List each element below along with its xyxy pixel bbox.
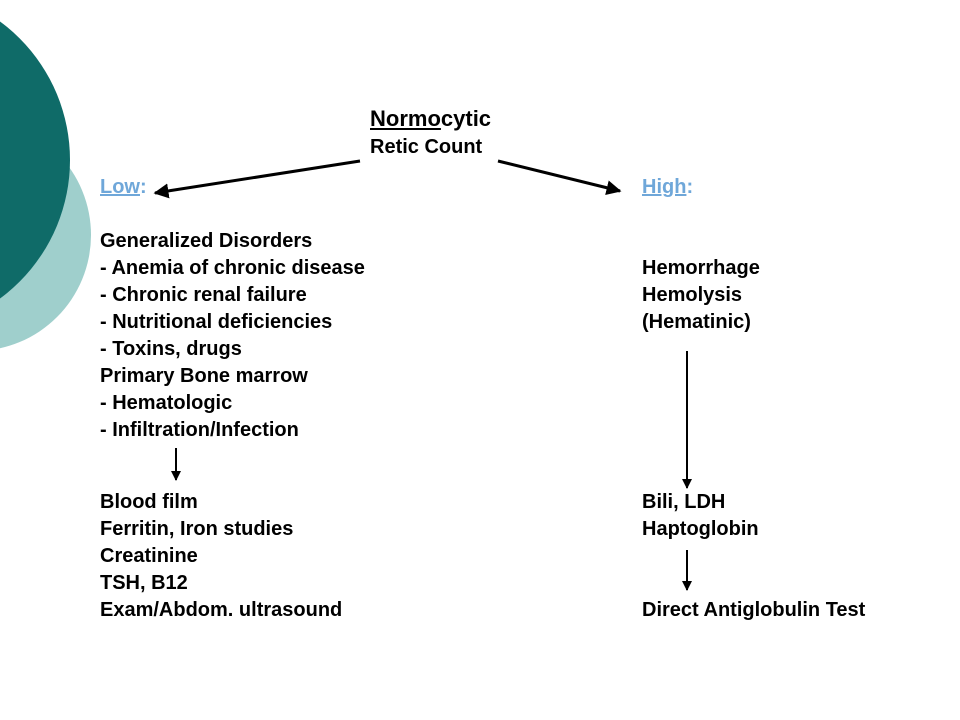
left-test: Exam/Abdom. ultrasound — [100, 599, 343, 621]
high-branch-label[interactable]: High: — [642, 177, 693, 197]
low-link[interactable]: Low — [100, 176, 140, 198]
right-item: Hemorrhage — [642, 257, 760, 279]
low-colon: : — [140, 176, 147, 198]
right-item: Hemolysis — [642, 284, 743, 306]
dark-teal-circle — [0, 21, 70, 299]
left-item: - Infiltration/Infection — [100, 419, 299, 441]
left-test: TSH, B12 — [100, 572, 188, 594]
title-underlined-part: Normo — [370, 106, 441, 131]
left-item: Primary Bone marrow — [100, 365, 308, 387]
diagram-subtitle: Retic Count — [370, 136, 483, 158]
right-test: Bili, LDH — [642, 491, 726, 513]
left-test: Ferritin, Iron studies — [100, 518, 294, 540]
arrow-to-high — [497, 159, 622, 196]
arrow-to-low — [153, 159, 361, 199]
left-item: - Nutritional deficiencies — [100, 311, 333, 333]
title-rest-part: cytic — [440, 106, 492, 131]
low-branch-label[interactable]: Low: — [100, 177, 147, 197]
left-item: - Hematologic — [100, 392, 233, 414]
left-item: - Chronic renal failure — [100, 284, 307, 306]
right-item: (Hematinic) — [642, 311, 751, 333]
right-test: Haptoglobin — [642, 518, 759, 540]
right-final-test: Direct Antiglobulin Test — [642, 599, 866, 621]
high-colon: : — [686, 176, 694, 198]
left-item: Generalized Disorders — [100, 230, 313, 252]
left-item: - Toxins, drugs — [100, 338, 242, 360]
diagram-title: Normocytic — [370, 108, 491, 130]
left-test: Creatinine — [100, 545, 198, 567]
left-test: Blood film — [100, 491, 198, 513]
left-item: - Anemia of chronic disease — [100, 257, 365, 279]
high-link[interactable]: High — [642, 176, 687, 198]
